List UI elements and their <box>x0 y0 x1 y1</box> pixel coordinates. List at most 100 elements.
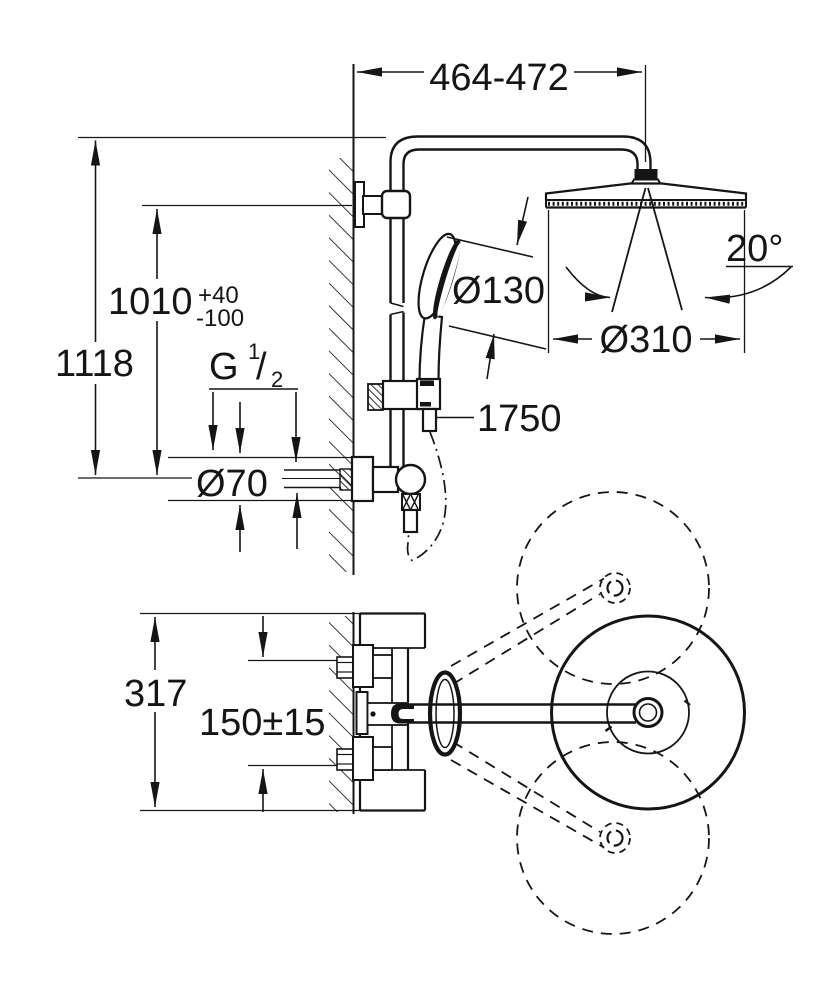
union-lower <box>372 746 393 771</box>
arm-outer-line <box>389 135 652 195</box>
ring-tick-1 <box>604 725 613 732</box>
dim-handshower-diameter: Ø130 <box>446 196 547 380</box>
ring-tick-2 <box>683 699 691 706</box>
thread-label-numerator: 1 <box>248 339 260 364</box>
supply-connection-front <box>282 468 355 491</box>
hose-connector <box>421 407 438 433</box>
dim-label-headshower-diameter: Ø310 <box>600 319 693 361</box>
holder-grip-top <box>420 380 434 386</box>
plan-view: 317 150±15 <box>124 491 746 935</box>
angle-arrow-right <box>704 266 792 304</box>
union-upper <box>372 654 393 679</box>
bracket-clamp <box>380 189 412 220</box>
dim-hose-length: 1750 <box>437 398 562 440</box>
wall-bracket <box>354 181 412 228</box>
diverter-assembly <box>350 455 427 534</box>
tangent-bottom <box>448 325 547 350</box>
angle-arrow-left <box>565 266 611 302</box>
thread-label-slash: / <box>256 346 267 388</box>
arm-inner-line <box>402 148 639 195</box>
front-view: 464-472 1118 1010 +40 -100 G 1 / 2 <box>55 57 793 575</box>
dim-connection-spacing: 150±15 <box>199 616 340 812</box>
holder-grip-bottom <box>420 402 431 407</box>
head-hub <box>632 697 664 728</box>
swivel-hub-lower <box>599 822 631 854</box>
dim-label-tolerance-minus: -100 <box>196 305 244 332</box>
slider-knob <box>367 383 384 411</box>
hand-shower <box>417 232 461 383</box>
head-inner-ring <box>606 670 690 755</box>
arm-end-slot <box>398 709 414 719</box>
dim-arm-reach: 464-472 <box>357 57 647 162</box>
dim-label-hose-length: 1750 <box>477 398 562 440</box>
slider-bracket <box>367 377 442 433</box>
swivel-line-right <box>647 187 683 311</box>
dim-label-connection-spacing: 150±15 <box>199 702 326 744</box>
supply-stub-lower <box>336 748 354 771</box>
dim-label-overall-height: 1118 <box>55 343 134 385</box>
escutcheon-center <box>355 691 369 735</box>
shower-hose <box>406 431 447 562</box>
spray-face <box>437 242 461 317</box>
dim-label-escutcheon-diameter: Ø70 <box>196 463 268 505</box>
riser-break-upper <box>390 302 404 308</box>
swivel-position-circles <box>450 491 710 935</box>
dim-swivel-angle: 20° <box>565 228 793 304</box>
wall-hatching <box>329 158 354 572</box>
riser-break-lower <box>390 310 404 316</box>
head-shower-front <box>544 169 748 313</box>
diverter-ball <box>394 463 427 496</box>
center-mark <box>370 711 376 717</box>
dim-label-tolerance-plus: +40 <box>198 282 239 309</box>
swivel-line-left <box>611 187 647 313</box>
escutcheon-lower <box>352 736 374 781</box>
wall-section-plan <box>329 612 355 814</box>
swivel-arm-lower-1 <box>450 759 605 849</box>
thread-label-g: G <box>209 346 239 388</box>
wall-hatching <box>329 616 354 812</box>
swivel-arm-upper-2 <box>452 593 601 685</box>
escutcheon-upper <box>352 644 374 688</box>
union-body <box>371 465 400 494</box>
hand-shower-handle <box>418 312 444 383</box>
arm-flange-inner <box>435 678 455 749</box>
wall-escutcheon <box>350 455 375 503</box>
dim-escutcheon-diameter: Ø70 <box>168 402 352 552</box>
dim-thread: G 1 / 2 <box>208 339 301 462</box>
dim-body-height: 317 <box>124 612 360 812</box>
dim-arrow-down <box>516 196 529 246</box>
swivel-circle-upper <box>516 491 710 685</box>
dim-label-body-height: 317 <box>124 673 187 715</box>
dim-label-swivel-angle: 20° <box>726 228 783 270</box>
shower-arm-plan <box>391 670 636 757</box>
hose-outlet <box>402 508 419 534</box>
head-shower-plan <box>550 614 746 811</box>
dim-label-handshower-diameter: Ø130 <box>452 270 545 312</box>
dim-bracket-height: 1010 +40 -100 <box>108 204 352 475</box>
swivel-arm-lower-2 <box>452 741 601 833</box>
dim-arrow-up <box>485 333 495 380</box>
head-outline <box>550 614 746 811</box>
swivel-hub-upper-inner <box>606 579 624 597</box>
dim-label-bracket-height: 1010 <box>108 281 193 323</box>
dim-overall-height: 1118 <box>55 136 386 479</box>
arm-flange <box>427 670 463 757</box>
swivel-circle-lower <box>516 741 710 935</box>
swivel-hub-upper <box>599 572 631 604</box>
slider-body <box>381 379 422 411</box>
hose-nut-knurling <box>402 494 419 510</box>
shower-arm-and-riser <box>389 135 652 476</box>
dim-label-arm-reach: 464-472 <box>429 57 568 99</box>
wall-section-front <box>329 64 355 575</box>
swivel-arm-upper-1 <box>450 577 605 667</box>
arm-nut <box>634 169 658 180</box>
swivel-hub-lower-inner <box>606 829 624 847</box>
hand-shower-head <box>417 232 461 320</box>
supply-stub-upper <box>336 656 354 679</box>
tangent-top <box>446 236 534 258</box>
dim-headshower-diameter: Ø310 <box>547 210 746 361</box>
head-rim <box>544 182 748 200</box>
thread-label-denominator: 2 <box>271 367 283 392</box>
